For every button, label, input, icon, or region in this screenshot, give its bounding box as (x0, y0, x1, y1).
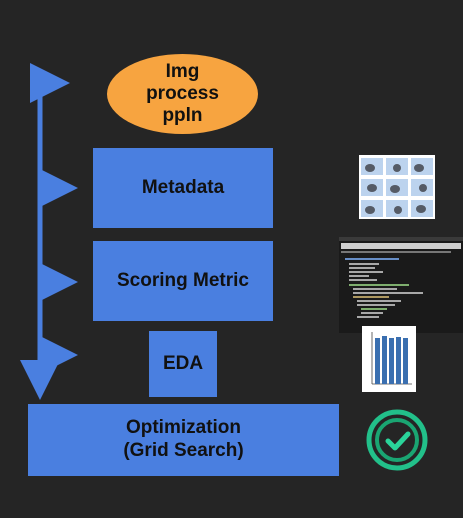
check-circle-icon (366, 409, 428, 471)
bar-chart-thumbnail (362, 326, 416, 392)
scoring-metric-node: Scoring Metric (93, 241, 273, 321)
metadata-node: Metadata (93, 148, 273, 228)
optimization-line-2: (Grid Search) (123, 440, 244, 461)
pipeline-line-2: process (146, 83, 219, 105)
pipeline-line-3: ppln (162, 104, 203, 126)
eda-label: EDA (162, 352, 204, 374)
image-grid-thumbnail (359, 155, 435, 219)
image-pipeline-node: Img process ppln (107, 54, 258, 134)
optimization-line-1: Optimization (125, 417, 242, 439)
eda-node: EDA (149, 331, 217, 397)
scoring-metric-label: Scoring Metric (117, 269, 249, 291)
pipeline-line-1: Img (165, 61, 200, 83)
code-notebook-thumbnail (339, 237, 463, 333)
optimization-node: Optimization (Grid Search) (28, 404, 339, 476)
metadata-label: Metadata (141, 176, 225, 198)
